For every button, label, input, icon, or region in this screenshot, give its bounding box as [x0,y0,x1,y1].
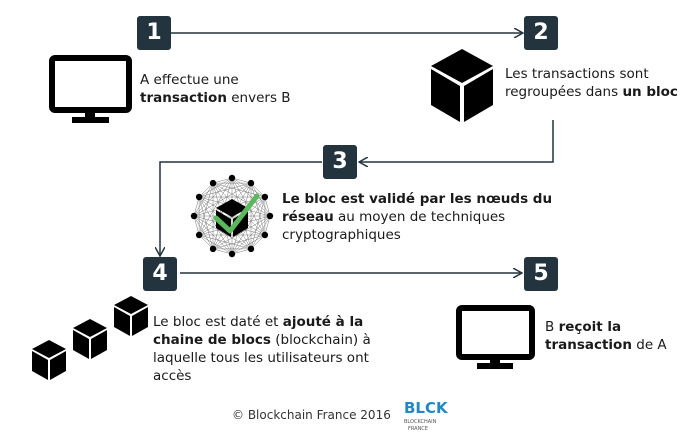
step-4-pre: Le bloc est daté et [153,314,283,330]
step-5-pre: B [545,319,559,335]
network-node [209,179,217,187]
copyright-text: © Blockchain France 2016 [232,408,391,422]
network-link [193,196,200,217]
step-2-bold: un bloc [622,84,678,100]
step-1-text: A effectue une transaction envers B [140,71,310,107]
monitor-icon [49,55,132,123]
step-badge-5: 5 [524,257,558,291]
network-link [212,182,271,217]
network-node [261,193,269,201]
checkmark-icon [213,193,260,234]
cube-icon [114,296,148,336]
cube-icon [431,49,493,122]
network-link [193,215,214,250]
network-node [190,212,198,220]
network-link [231,177,252,184]
logo-subtitle-2: FRANCE [408,426,428,432]
network-link [198,234,214,250]
step-1-bold: transaction [140,90,227,106]
arrow-2-to-3 [360,120,554,162]
step-1-post: envers B [226,90,291,106]
network-node [261,231,269,239]
blck-logo: BLCK BLOCKCHAIN FRANCE [404,399,449,432]
cube-chain-icon [32,296,148,380]
network-link [212,177,233,249]
step-3-text: Le bloc est validé par les nœuds du rése… [282,190,567,244]
network-node [209,245,217,253]
network-icon [190,174,274,258]
step-4-post: (blockchain) à laquelle tous les utilisa… [153,332,371,384]
step-5-post: de A [631,337,667,353]
cube-icon [32,340,66,380]
network-node [247,245,255,253]
network-link [212,248,233,255]
step-1-pre: A effectue une [140,72,239,88]
network-node [195,193,203,201]
network-link [198,196,233,255]
monitor-icon [456,305,535,369]
network-link [231,248,252,255]
network-link [212,177,233,184]
network-link [198,183,214,236]
arrow-3-to-4 [160,161,322,255]
step-badge-3: 3 [323,145,357,179]
network-node [228,174,236,182]
step-2-text: Les transactions sont regroupées dans un… [505,65,690,101]
step-badge-1: 1 [137,16,171,50]
network-link [264,215,271,236]
network-node [266,212,274,220]
step-2-pre: Les transactions sont regroupées dans [505,66,649,100]
step-4-text: Le bloc est daté et ajouté à la chaine d… [153,313,403,385]
network-link [250,234,266,250]
step-5-bold: reçoit la transaction [545,319,632,353]
network-link [198,196,214,249]
network-link [193,215,200,236]
network-link [198,234,233,255]
network-node [247,179,255,187]
network-link [193,182,214,217]
step-3-bold: Le bloc est validé par les nœuds du rése… [282,191,553,225]
logo-subtitle-1: BLOCKCHAIN [404,419,437,425]
network-link [264,196,271,217]
step-4-bold: ajouté à la chaine de blocs [153,314,364,348]
logo-text: BLCK [404,399,449,417]
step-3-post: au moyen de techniques cryptographiques [282,209,506,243]
step-badge-4: 4 [143,257,177,291]
step-badge-2: 2 [524,16,558,50]
network-node [195,231,203,239]
cube-icon [73,319,107,359]
step-5-text: B reçoit la transaction de A [545,318,685,354]
network-link [250,182,266,198]
network-node [228,250,236,258]
network-link [198,182,214,198]
network-link [193,215,252,250]
